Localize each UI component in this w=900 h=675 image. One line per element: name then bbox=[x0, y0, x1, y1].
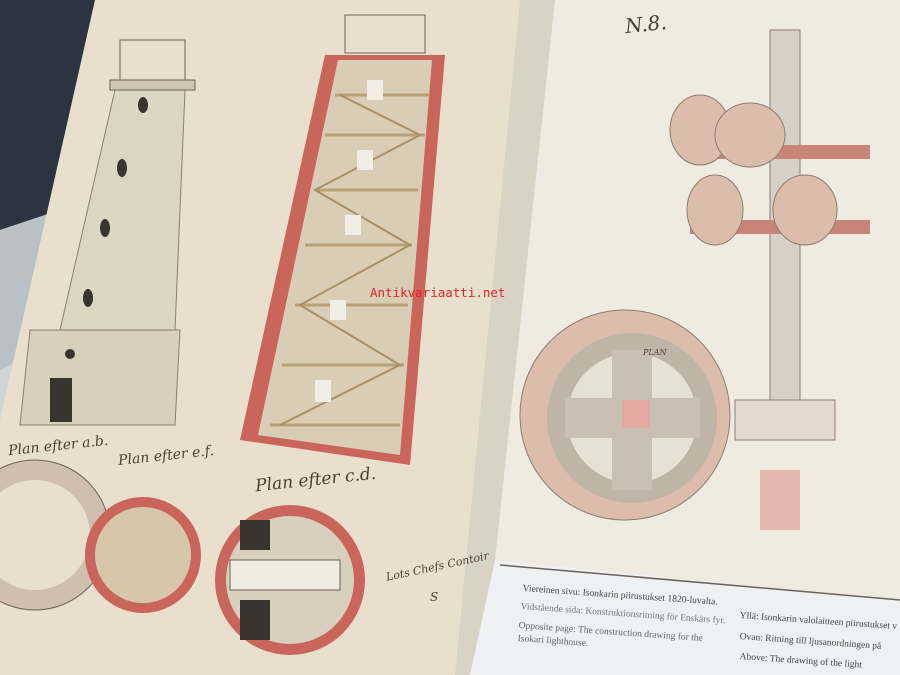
lighthouse-elevation bbox=[19, 39, 196, 426]
lighthouse-section bbox=[240, 14, 445, 465]
plate-number: N.8. bbox=[623, 9, 668, 39]
right-page bbox=[495, 0, 900, 600]
right-page-text-area bbox=[470, 560, 900, 675]
plan-label: PLAN bbox=[643, 348, 667, 357]
watermark: Antikvariaatti.net bbox=[370, 285, 506, 300]
underlying-book bbox=[0, 0, 100, 230]
plan-drawings bbox=[0, 459, 365, 655]
page-gutter bbox=[455, 0, 560, 675]
lamp-mechanism-drawing bbox=[519, 29, 870, 530]
page-mark: S bbox=[430, 590, 439, 604]
